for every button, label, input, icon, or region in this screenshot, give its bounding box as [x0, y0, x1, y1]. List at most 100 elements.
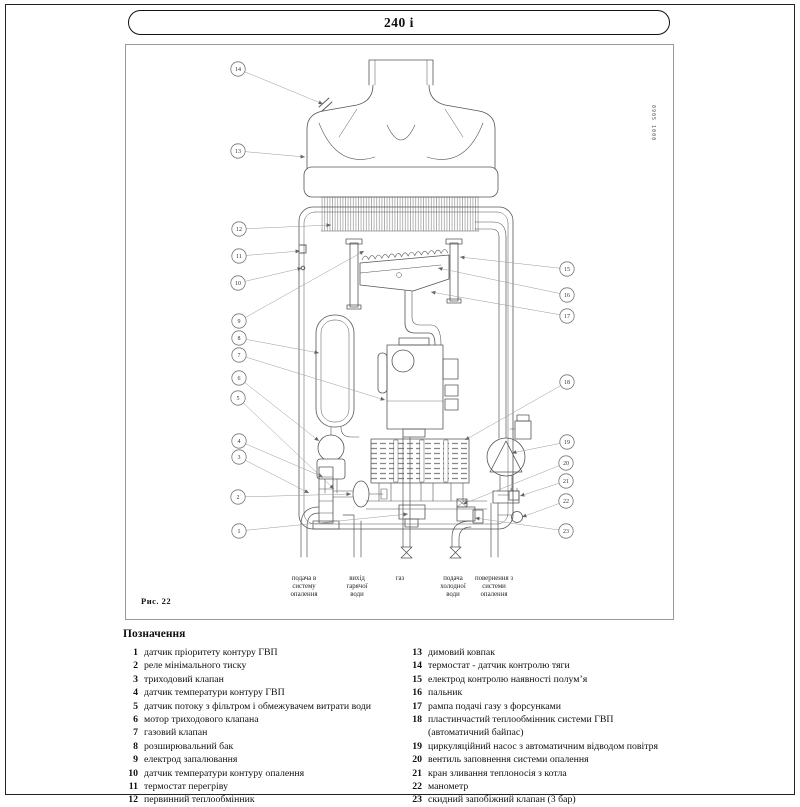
callout-3: 3 [231, 449, 310, 494]
expansion-tank [315, 314, 360, 438]
drawing-code: 0905 1000 [650, 105, 656, 142]
callout-8: 8 [231, 330, 320, 355]
callout-1: 1 [231, 512, 409, 539]
svg-text:22: 22 [563, 499, 569, 505]
svg-text:15: 15 [564, 267, 570, 273]
legend-item-text: термостат перегріву [144, 781, 228, 793]
legend-item-number: 3 [133, 673, 138, 685]
callout-15: 15 [459, 255, 575, 277]
legend-item-number: 15 [412, 673, 422, 685]
pipe-label: подача холодної води [440, 575, 466, 598]
legend-item-number: 17 [412, 700, 422, 712]
callout-17: 17 [430, 290, 575, 324]
legend-item-number: 4 [133, 687, 138, 699]
callout-4: 4 [231, 433, 324, 478]
heating-return-pipe [490, 502, 499, 558]
legend-item-number: 6 [133, 714, 138, 726]
legend-item-4: 4 датчик температури контуру ГВП [123, 686, 407, 699]
legend-item-number: 8 [133, 740, 138, 752]
svg-text:4: 4 [238, 439, 241, 445]
model-title: 240 i [384, 14, 414, 30]
callout-23: 23 [474, 516, 574, 539]
pipe-label: вихід гарячої води [346, 575, 368, 598]
callout-9: 9 [231, 250, 365, 329]
overheat-thermostat [299, 244, 307, 254]
pipe-label: газ [395, 575, 405, 582]
svg-text:5: 5 [237, 396, 240, 402]
legend-item-number: 18 [412, 714, 422, 726]
legend-item-23: 23 скидний запобіжний клапан (3 бар) [407, 793, 683, 806]
callout-7: 7 [231, 347, 386, 401]
legend-item-number: 14 [412, 660, 422, 672]
callout-13: 13 [230, 143, 306, 159]
svg-text:13: 13 [235, 149, 241, 155]
legend-item-number: 23 [412, 794, 422, 806]
svg-text:19: 19 [564, 440, 570, 446]
legend-item-number: 9 [133, 754, 138, 766]
callout-20: 20 [462, 455, 574, 505]
callout-22: 22 [521, 493, 574, 518]
callout-6: 6 [231, 370, 320, 442]
legend-item-text: скидний запобіжний клапан (3 бар) [428, 794, 576, 806]
legend-item-text: пальник [428, 687, 463, 699]
legend-item-14: 14 термостат - датчик контролю тяги [407, 659, 683, 672]
legend-item-number: 5 [133, 700, 138, 712]
pump [486, 437, 526, 477]
svg-text:21: 21 [563, 479, 569, 485]
gas-valve [377, 337, 459, 438]
callout-11: 11 [231, 248, 301, 264]
svg-text:2: 2 [237, 495, 240, 501]
legend-item-number: 13 [412, 647, 422, 658]
callout-5: 5 [230, 390, 335, 490]
legend-item-number: 20 [412, 754, 422, 766]
legend-item-number: 22 [412, 781, 422, 793]
callout-21: 21 [519, 473, 574, 497]
legend-item-number: 7 [133, 727, 138, 739]
legend-item-number: 11 [128, 781, 138, 793]
gas-pipe [402, 436, 411, 548]
legend-item-number: 12 [128, 794, 138, 806]
legend-item-11: 11 термостат перегріву [123, 780, 407, 793]
burner-group [345, 238, 463, 346]
flue-hood [303, 84, 499, 198]
legend-item-text: термостат - датчик контролю тяги [428, 660, 570, 672]
min-pressure-switch [352, 480, 370, 508]
svg-text:9: 9 [238, 319, 241, 325]
legend-item-number: 21 [412, 767, 422, 779]
svg-text:16: 16 [564, 293, 570, 299]
legend-item-text: електрод контролю наявності полум’я [428, 673, 588, 685]
burner-body [359, 254, 450, 292]
legend-item-text: датчик пріоритету контуру ГВП [144, 647, 278, 658]
dhw-outlet-pipe [342, 514, 362, 558]
legend-item-15: 15 електрод контролю наявності полум’я [407, 673, 683, 686]
svg-text:12: 12 [236, 227, 242, 233]
legend-item-text: датчик температури контуру ГВП [144, 687, 285, 699]
svg-text:17: 17 [564, 314, 570, 320]
pipe-label: повернення з системи опалення [474, 575, 514, 598]
legend-item-text: датчик потоку з фільтром і обмежувачем в… [144, 700, 371, 712]
plate-heat-exchanger [370, 438, 470, 502]
figure-caption: Рис. 22 [141, 596, 172, 606]
flames [361, 249, 449, 261]
legend-item-number: 19 [412, 740, 422, 752]
callout-2: 2 [230, 489, 352, 505]
